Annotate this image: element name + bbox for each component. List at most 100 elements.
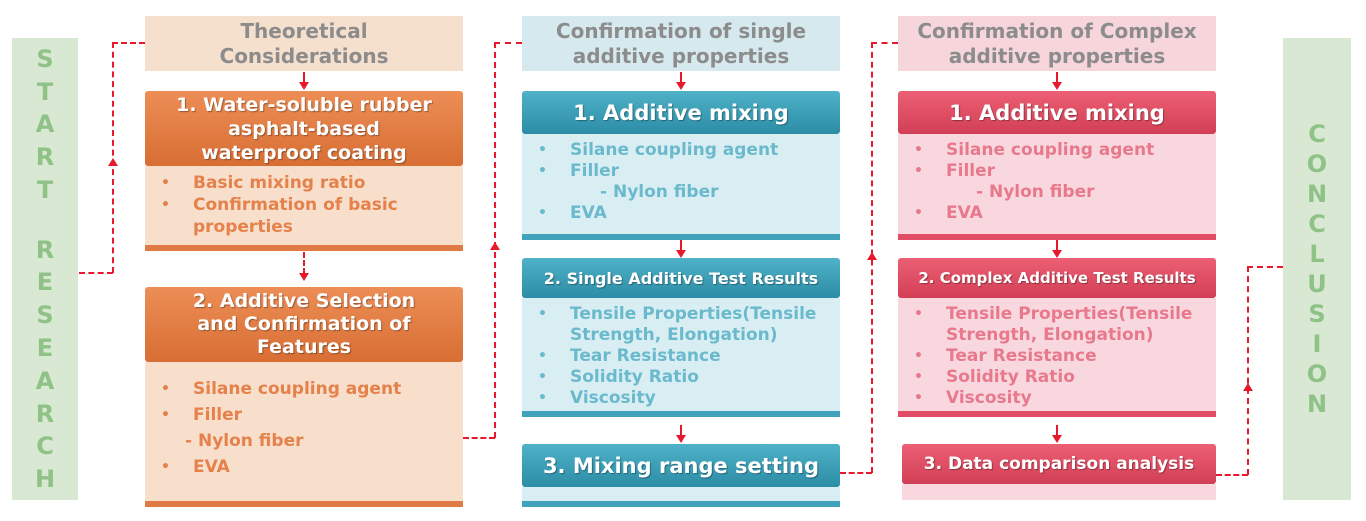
single-header: Confirmation of single additive properti…	[522, 16, 840, 71]
complex-box3-title: 3. Data comparison analysis	[902, 444, 1216, 484]
connector-start-up	[112, 42, 114, 273]
connector-complex-3	[1051, 425, 1063, 443]
start-research-letter: A	[35, 366, 55, 395]
list-item: Viscosity	[522, 388, 840, 409]
list-item: Silane coupling agent	[145, 376, 463, 402]
single-box1-panel: Silane coupling agent Filler - Nylon fib…	[522, 134, 840, 240]
connector-single-complex-top	[871, 42, 898, 44]
start-research-letter: R	[35, 399, 55, 428]
single-box1-title: 1. Additive mixing	[522, 91, 840, 134]
single-header-line1: Confirmation of single	[555, 18, 807, 43]
theory-header: Theoretical Considerations	[145, 16, 463, 71]
list-item: Filler	[145, 402, 463, 428]
single-box3-base	[522, 487, 840, 507]
list-item: Filler	[898, 161, 1216, 182]
theory-box2-panel: Silane coupling agent Filler - Nylon fib…	[145, 362, 463, 507]
start-research-letter: C	[36, 432, 54, 461]
complex-box1-title: 1. Additive mixing	[898, 91, 1216, 134]
complex-header-line2: additive properties	[948, 43, 1166, 68]
list-item: Solidity Ratio	[522, 367, 840, 388]
connector-theory-1	[298, 72, 310, 90]
connector-theory-single-h	[463, 437, 495, 439]
connector-theory-single-top	[494, 42, 522, 44]
connector-complex-concl-top	[1247, 266, 1283, 268]
connector-single-complex-h	[840, 472, 872, 474]
list-item: Viscosity	[898, 388, 1216, 409]
list-item: Solidity Ratio	[898, 367, 1216, 388]
theory-box2-title: 2. Additive Selection and Confirmation o…	[145, 287, 463, 362]
conclusion-letter: O	[1306, 150, 1328, 178]
start-research-letter: T	[36, 175, 54, 204]
theory-box1-title-line3: waterproof coating	[201, 141, 407, 164]
complex-box3-base	[902, 484, 1216, 500]
conclusion-letter: N	[1306, 390, 1328, 418]
start-research-letter: R	[35, 235, 55, 264]
conclusion-letter: N	[1306, 180, 1328, 208]
list-item: Tear Resistance	[522, 346, 840, 367]
start-research-letter: E	[36, 333, 54, 362]
list-item: EVA	[145, 454, 463, 480]
list-item: Strength, Elongation)	[946, 325, 1154, 345]
complex-box2-title: 2. Complex Additive Test Results	[898, 258, 1216, 298]
start-research-letter: S	[36, 301, 54, 330]
connector-single-2	[675, 240, 687, 258]
connector-complex-1	[1051, 72, 1063, 90]
single-box2-title: 2. Single Additive Test Results	[522, 258, 840, 298]
list-item: Silane coupling agent	[898, 140, 1216, 161]
connector-theory-2-arrow	[299, 273, 309, 281]
list-item: Tear Resistance	[898, 346, 1216, 367]
conclusion-letter: U	[1307, 270, 1327, 298]
conclusion-letter: I	[1312, 330, 1322, 358]
single-box3-title: 3. Mixing range setting	[522, 444, 840, 487]
start-research-letter: S	[36, 44, 54, 73]
complex-box1-panel: Silane coupling agent Filler - Nylon fib…	[898, 134, 1216, 240]
connector-single-complex-arrow	[867, 252, 877, 260]
list-item: Strength, Elongation)	[570, 325, 778, 345]
connector-complex-2	[1051, 240, 1063, 258]
list-item: - Nylon fiber	[185, 431, 304, 451]
list-item: EVA	[522, 203, 840, 224]
list-item: EVA	[898, 203, 1216, 224]
conclusion-letter: C	[1308, 210, 1326, 238]
theory-box1-title-line1: 1. Water-soluble rubber	[176, 93, 432, 116]
connector-complex-concl-h	[1216, 474, 1248, 476]
theory-box2-title-line1: 2. Additive Selection	[192, 290, 416, 312]
theory-box1-title-line2: asphalt-based	[228, 117, 380, 140]
start-research-letter: T	[36, 77, 54, 106]
complex-header-line1: Confirmation of Complex	[917, 18, 1197, 43]
connector-complex-concl-v	[1247, 266, 1249, 475]
list-item: Basic mixing ratio	[145, 172, 463, 194]
start-research-letter: H	[34, 465, 56, 494]
connector-single-1	[675, 72, 687, 90]
connector-theory-2-line	[303, 252, 305, 274]
single-header-line2: additive properties	[572, 43, 790, 68]
conclusion-letter: O	[1306, 360, 1328, 388]
start-research-letter: A	[35, 110, 55, 139]
list-item: Filler	[522, 161, 840, 182]
connector-theory-single-v	[494, 42, 496, 438]
connector-complex-concl-arrow	[1243, 383, 1253, 391]
theory-box2-title-line2: and Confirmation of	[197, 313, 411, 335]
start-research-letter: E	[36, 268, 54, 297]
list-item: - Nylon fiber	[976, 182, 1095, 202]
theory-box1-panel: Basic mixing ratio Confirmation of basic…	[145, 166, 463, 251]
connector-start-top	[112, 42, 145, 44]
theory-header-line1: Theoretical	[240, 18, 368, 43]
connector-start-arrow	[108, 158, 118, 166]
list-item: Tensile Properties(Tensile	[522, 304, 840, 325]
list-item: properties	[193, 217, 293, 237]
start-research-letter: R	[35, 143, 55, 172]
list-item: - Nylon fiber	[600, 182, 719, 202]
connector-theory-single-arrow	[490, 242, 500, 250]
theory-box1-title: 1. Water-soluble rubber asphalt-based wa…	[145, 91, 463, 166]
complex-box2-panel: Tensile Properties(Tensile Strength, Elo…	[898, 298, 1216, 417]
complex-header: Confirmation of Complex additive propert…	[898, 16, 1216, 71]
list-item: Silane coupling agent	[522, 140, 840, 161]
conclusion-letter: L	[1309, 240, 1325, 268]
single-box2-panel: Tensile Properties(Tensile Strength, Elo…	[522, 298, 840, 417]
list-item: Tensile Properties(Tensile	[898, 304, 1216, 325]
conclusion-letter: C	[1308, 120, 1326, 148]
connector-start-out	[79, 272, 113, 274]
